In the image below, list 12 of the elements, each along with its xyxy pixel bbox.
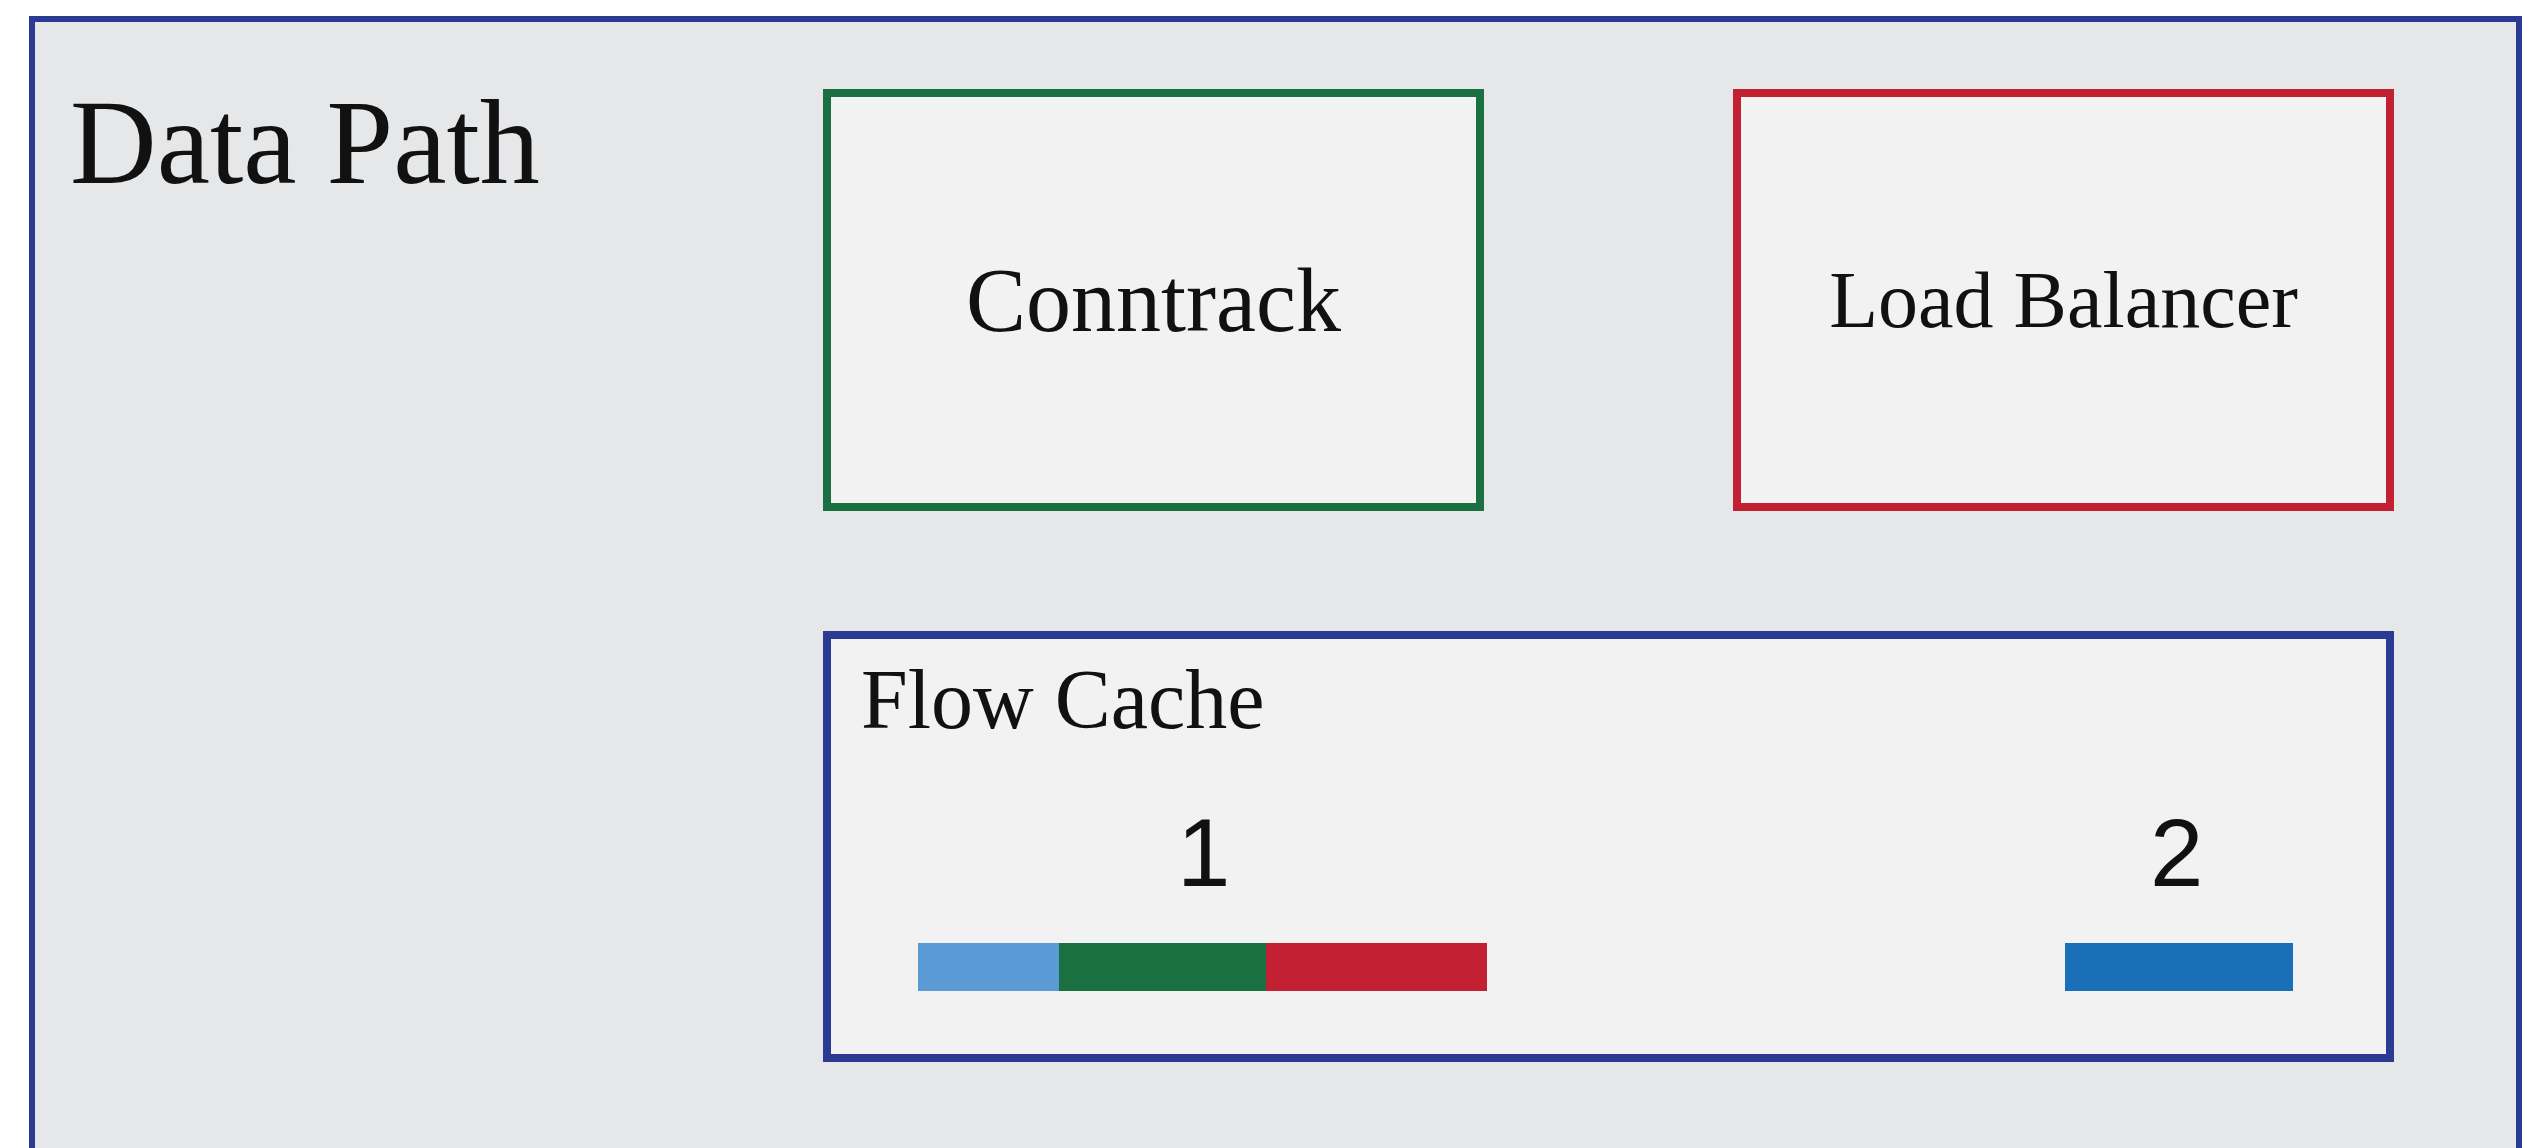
container-box xyxy=(29,16,2522,1148)
box-title: Data Path xyxy=(70,77,540,209)
box-title: Flow Cache xyxy=(861,654,1265,747)
entry-number: 2 xyxy=(2150,805,2204,901)
flow-entry-bar xyxy=(918,943,1487,991)
component-box xyxy=(823,631,2394,1062)
component-box xyxy=(823,89,1484,511)
box-title: Load Balancer xyxy=(1828,256,2299,344)
component-box xyxy=(1733,89,2394,511)
flow-entry-bar xyxy=(2065,943,2293,991)
entry-number: 1 xyxy=(1177,805,1231,901)
box-title: Conntrack xyxy=(965,250,1342,350)
